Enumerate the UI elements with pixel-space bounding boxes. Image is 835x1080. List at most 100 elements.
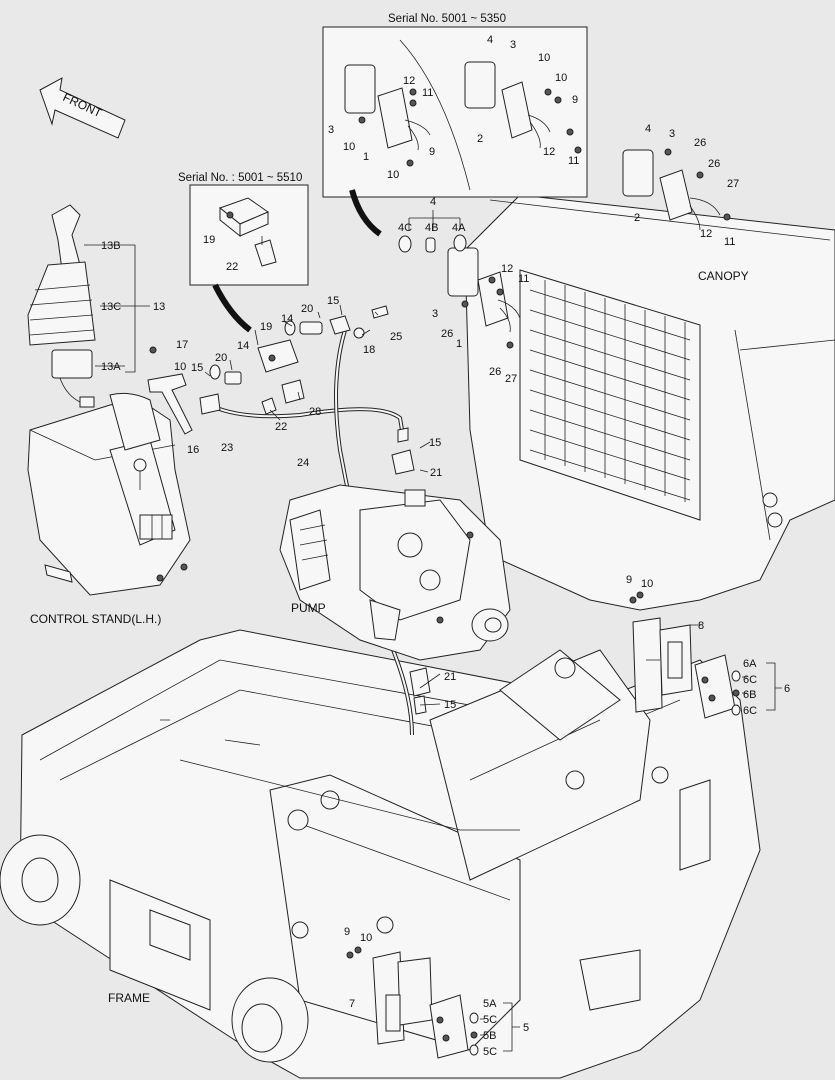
callout: 12 xyxy=(403,75,415,87)
callout: 11 xyxy=(568,155,579,167)
rear-lamp-5 xyxy=(346,946,479,1059)
callout: 15 xyxy=(444,699,456,711)
callout: 12 xyxy=(543,146,555,158)
callout: 3 xyxy=(510,39,516,51)
callout: 15 xyxy=(327,295,339,307)
left-serial-title: Serial No. : 5001 ~ 5510 xyxy=(178,172,302,184)
callout: 10 xyxy=(641,578,653,590)
frame-structure xyxy=(0,629,761,1079)
callout: 16 xyxy=(187,444,199,456)
callout: 23 xyxy=(221,442,233,454)
callout: 13C xyxy=(101,301,121,313)
callout: 9 xyxy=(572,94,578,106)
callout: 19 xyxy=(260,321,272,333)
canopy-lamp xyxy=(398,234,521,349)
callout: 1 xyxy=(363,151,369,163)
callout: 9 xyxy=(626,574,632,586)
callout: 15 xyxy=(191,362,203,374)
callout: 9 xyxy=(429,146,435,158)
callout: 4 xyxy=(487,34,493,46)
callout: 27 xyxy=(727,178,739,190)
callout: 13 xyxy=(153,301,165,313)
callout: 15 xyxy=(429,437,441,449)
callout: 10 xyxy=(387,169,399,181)
callout: 26 xyxy=(708,158,720,170)
front-arrow xyxy=(39,77,126,139)
joystick-assembly xyxy=(27,204,96,408)
callout: 5B xyxy=(483,1030,496,1042)
callout: 6B xyxy=(743,689,756,701)
callout: 13A xyxy=(101,361,121,373)
callout: 10 xyxy=(538,52,550,64)
callout: 22 xyxy=(275,421,287,433)
callout: 22 xyxy=(226,261,238,273)
callout: 21 xyxy=(444,671,456,683)
callout: 2 xyxy=(634,212,640,224)
bracket xyxy=(147,373,193,435)
callout: 18 xyxy=(363,344,375,356)
callout: 5A xyxy=(483,998,497,1010)
callout: 11 xyxy=(518,273,529,285)
control-stand xyxy=(27,392,191,596)
callout: 21 xyxy=(430,467,442,479)
callout: 12 xyxy=(501,263,513,275)
callout: 4C xyxy=(398,222,412,234)
left-inset-arrow xyxy=(212,283,252,333)
callout: 6A xyxy=(743,658,757,670)
leader-lines xyxy=(84,210,782,1052)
callout: 8 xyxy=(698,620,704,632)
callout: 7 xyxy=(349,998,355,1010)
callout: 26 xyxy=(489,366,501,378)
canopy-structure xyxy=(464,194,835,611)
callout: 12 xyxy=(700,228,712,240)
callout: 14 xyxy=(237,340,249,352)
callout: 10 xyxy=(360,932,372,944)
callout: 6 xyxy=(784,683,790,695)
callout: 25 xyxy=(390,331,402,343)
callout: 3 xyxy=(669,128,675,140)
callout: 26 xyxy=(441,328,453,340)
canopy-grille xyxy=(529,280,691,502)
callout: 6C xyxy=(743,705,757,717)
callout: 3 xyxy=(328,124,334,136)
frame-label: FRAME xyxy=(108,991,150,1005)
pump-label: PUMP xyxy=(291,601,326,615)
callout: 1 xyxy=(456,338,462,350)
callout: 4B xyxy=(425,222,438,234)
top-inset-arrow xyxy=(349,189,382,237)
callout: 4 xyxy=(645,123,651,135)
callout: 3 xyxy=(432,308,438,320)
left-serial-inset xyxy=(189,184,309,286)
control-stand-label: CONTROL STAND(L.H.) xyxy=(30,612,161,626)
callout: 4 xyxy=(430,196,436,208)
callout: 6C xyxy=(743,674,757,686)
callout: 11 xyxy=(422,87,433,99)
callout: 5C xyxy=(483,1046,497,1058)
callout: 20 xyxy=(301,303,313,315)
callout: 14 xyxy=(281,313,293,325)
fittings xyxy=(149,305,431,715)
pump-assembly xyxy=(279,484,511,661)
callout: 19 xyxy=(203,234,215,246)
canopy-label: CANOPY xyxy=(698,269,749,283)
callout: 17 xyxy=(176,339,188,351)
top-serial-title: Serial No. 5001 ~ 5350 xyxy=(388,13,506,25)
callout: 13B xyxy=(101,240,121,252)
callout: 27 xyxy=(505,373,517,385)
callout: 5C xyxy=(483,1014,497,1026)
callout: 9 xyxy=(344,926,350,938)
callout: 2 xyxy=(477,133,483,145)
callout: 10 xyxy=(555,72,567,84)
callout: 11 xyxy=(724,236,735,248)
canopy-right-lamp xyxy=(622,148,731,231)
callout: 4A xyxy=(452,222,466,234)
callout: 10 xyxy=(343,141,355,153)
rear-lamp-6 xyxy=(629,591,741,719)
inset-titles: Serial No. 5001 ~ 5350 Serial No. : 5001… xyxy=(178,13,506,184)
callout: 20 xyxy=(215,352,227,364)
callout: 28 xyxy=(309,406,321,418)
callout: 24 xyxy=(297,457,309,469)
callout: 5 xyxy=(523,1022,529,1034)
